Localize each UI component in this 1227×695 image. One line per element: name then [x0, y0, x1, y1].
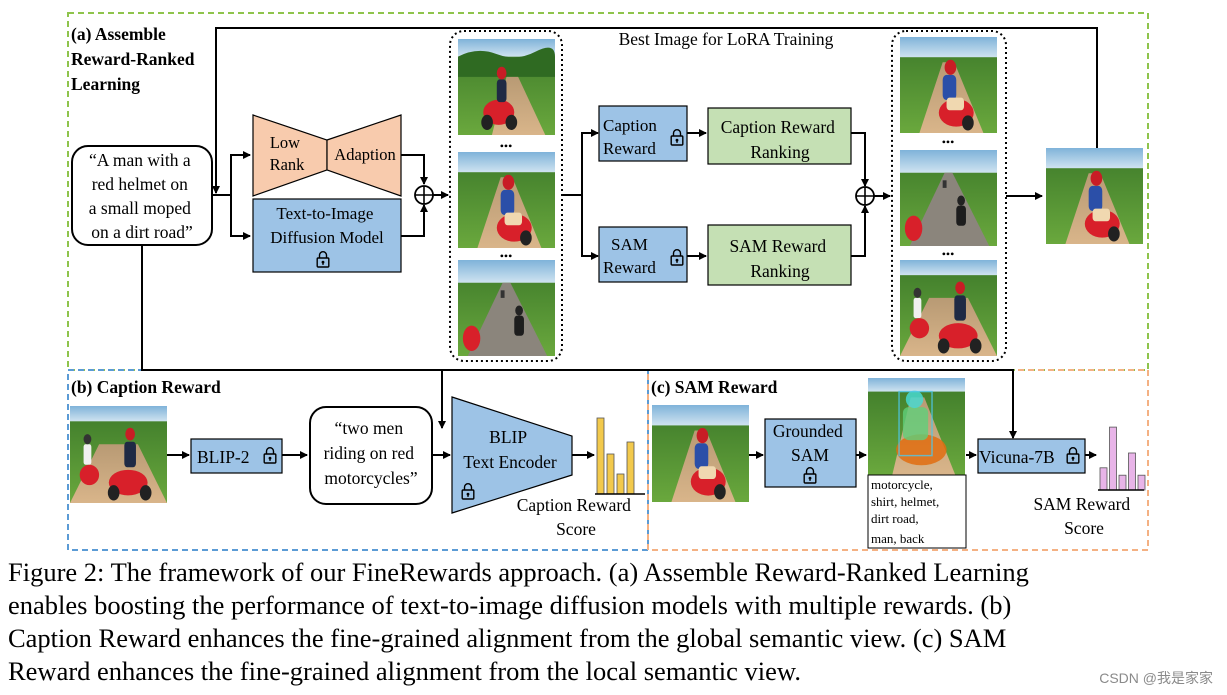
- figure-caption-line-2: enables boosting the performance of text…: [8, 590, 1012, 620]
- caption-bars-bar-2: [606, 453, 615, 495]
- panel-b-title: (b) Caption Reward: [71, 377, 221, 397]
- blip2-label: BLIP-2: [197, 447, 250, 467]
- sam-ranking-label: SAM Reward Ranking: [729, 236, 830, 281]
- sam-bars-bar-2: [1109, 426, 1117, 491]
- prompt-arrow-lora: [212, 151, 251, 196]
- panel-a-title: (a) Assemble Reward-Ranked Learning: [71, 24, 199, 94]
- figure-caption: Figure 2: The framework of our FineRewar…: [8, 556, 1220, 688]
- segmentation-image: [868, 378, 965, 475]
- sam-input-image: [652, 405, 749, 502]
- prompt-down-line: [141, 245, 1017, 439]
- caption-bars-bar-4: [626, 441, 635, 495]
- caption-ranking-label: Caption Reward Ranking: [721, 117, 840, 162]
- sam-reward-label: SAM Reward: [603, 235, 656, 277]
- caption-score-chart: [595, 417, 645, 495]
- caption-score-label: Caption Reward Score: [517, 495, 636, 539]
- figure-caption-line-3: Caption Reward enhances the fine-grained…: [8, 623, 1007, 653]
- sam-reward-box: [598, 226, 688, 283]
- caption-reward-box: [598, 105, 688, 162]
- caption-ranking-to-sum: [851, 132, 869, 187]
- best-image-label: Best Image for LoRA Training: [619, 29, 834, 49]
- images-to-rewards: [562, 129, 599, 196]
- generated-caption-text: “two men riding on red motorcycles”: [324, 418, 419, 488]
- generated-image-2: [458, 152, 555, 248]
- generated-image-3: [458, 260, 555, 356]
- lora-left-label: Low Rank: [270, 133, 306, 174]
- vicuna-label: Vicuna-7B: [979, 447, 1055, 467]
- caption-bars-bar-1: [596, 417, 605, 495]
- caption-bars-bar-3: [616, 473, 625, 495]
- tags-text: motorcycle, shirt, helmet, dirt road, ma…: [871, 477, 943, 546]
- ranked-image-3: [900, 260, 997, 356]
- blip-encoder-label: BLIP Text Encoder: [463, 427, 557, 472]
- feedback-line-top: [212, 27, 1098, 194]
- sam-bars-bar-1: [1099, 467, 1108, 491]
- images-to-sam: [581, 195, 599, 260]
- generated-image-1: [458, 39, 555, 135]
- sum-icon-right: [855, 186, 875, 206]
- grounded-sam-box: [764, 418, 857, 488]
- caption-input-image: [70, 406, 167, 503]
- tags-box: [867, 474, 967, 549]
- best-image: [1046, 148, 1143, 244]
- sam-bars-bar-3: [1118, 474, 1127, 491]
- grounded-sam-label: Grounded SAM: [773, 421, 847, 465]
- figure-caption-line-1: Figure 2: The framework of our FineRewar…: [8, 557, 1029, 587]
- sum-icon-left: [414, 185, 434, 205]
- ranked-image-2: [900, 150, 997, 246]
- diffusion-model-box: [252, 198, 402, 273]
- diffusion-to-sum: [401, 204, 428, 237]
- blip-encoder-shape: [451, 396, 573, 514]
- ranked-images-box: [891, 30, 1007, 362]
- sam-score-label: SAM Reward Score: [1033, 494, 1134, 538]
- panel-c-title: (c) SAM Reward: [651, 377, 778, 397]
- sam-score-chart: [1098, 426, 1146, 491]
- lora-to-sum: [401, 154, 428, 185]
- panel-a-border: [67, 12, 1149, 371]
- caption-reward-label: Caption Reward: [603, 116, 661, 158]
- sam-ranking-box: [707, 224, 852, 286]
- ellipsis-1: •••: [500, 139, 513, 153]
- sam-ranking-to-sum: [851, 205, 869, 257]
- caption-ranking-box: [707, 107, 852, 165]
- prompt-arrow-diffusion: [230, 195, 251, 240]
- diffusion-model-label: Text-to-Image Diffusion Model: [270, 204, 384, 247]
- ellipsis-4: •••: [942, 247, 955, 261]
- figure-caption-line-4: Reward enhances the fine-grained alignme…: [8, 656, 801, 686]
- lora-right-shape: [326, 114, 402, 197]
- lora-right-label: Adaption: [334, 145, 395, 164]
- prompt-text: “A man with a red helmet on a small mope…: [89, 150, 195, 242]
- watermark: CSDN @我是家家: [1099, 670, 1213, 686]
- blip2-box: [190, 438, 283, 474]
- sam-bars-bar-4: [1128, 452, 1136, 491]
- ranked-image-1: [900, 37, 997, 133]
- sam-bars-bar-5: [1137, 474, 1146, 491]
- ellipsis-2: •••: [500, 249, 513, 263]
- ellipsis-3: •••: [942, 135, 955, 149]
